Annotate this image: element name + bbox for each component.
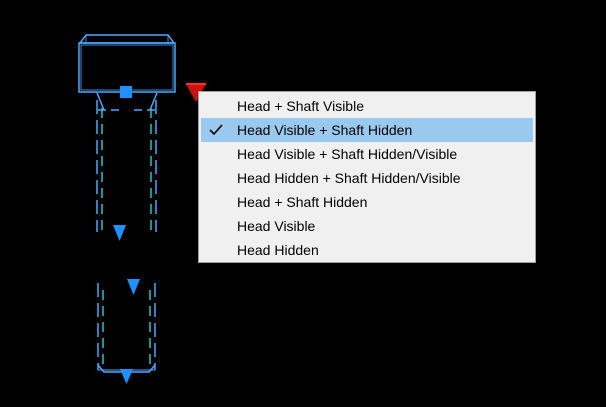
menu-item-label: Head + Shaft Hidden xyxy=(237,194,368,210)
menu-item[interactable]: Head + Shaft Hidden xyxy=(201,190,533,214)
stretch-grip-icon[interactable] xyxy=(120,369,133,384)
stretch-grip-icon[interactable] xyxy=(113,225,126,241)
menu-item-label: Head Hidden + Shaft Hidden/Visible xyxy=(237,170,461,186)
flip-grip-icon[interactable] xyxy=(186,83,206,102)
stretch-grip-icon[interactable] xyxy=(127,279,140,295)
menu-item[interactable]: Head + Shaft Visible xyxy=(201,94,533,118)
bolt-shaft-lower[interactable] xyxy=(97,283,156,373)
menu-item[interactable]: Head Visible + Shaft Hidden/Visible xyxy=(201,142,533,166)
grip-square-icon[interactable] xyxy=(120,86,132,98)
bolt-head[interactable] xyxy=(78,34,176,93)
menu-item[interactable]: Head Hidden xyxy=(201,238,533,262)
menu-item[interactable]: Head Visible + Shaft Hidden xyxy=(201,118,533,142)
menu-item-label: Head Visible + Shaft Hidden xyxy=(237,122,413,138)
menu-item-label: Head Visible xyxy=(237,218,316,234)
menu-item[interactable]: Head Visible xyxy=(201,214,533,238)
checkmark-icon xyxy=(209,124,223,136)
menu-item-label: Head + Shaft Visible xyxy=(237,98,364,114)
menu-item-label: Head Visible + Shaft Hidden/Visible xyxy=(237,146,458,162)
menu-item-label: Head Hidden xyxy=(237,242,319,258)
bolt-shaft-upper[interactable] xyxy=(96,100,157,232)
menu-item[interactable]: Head Hidden + Shaft Hidden/Visible xyxy=(201,166,533,190)
